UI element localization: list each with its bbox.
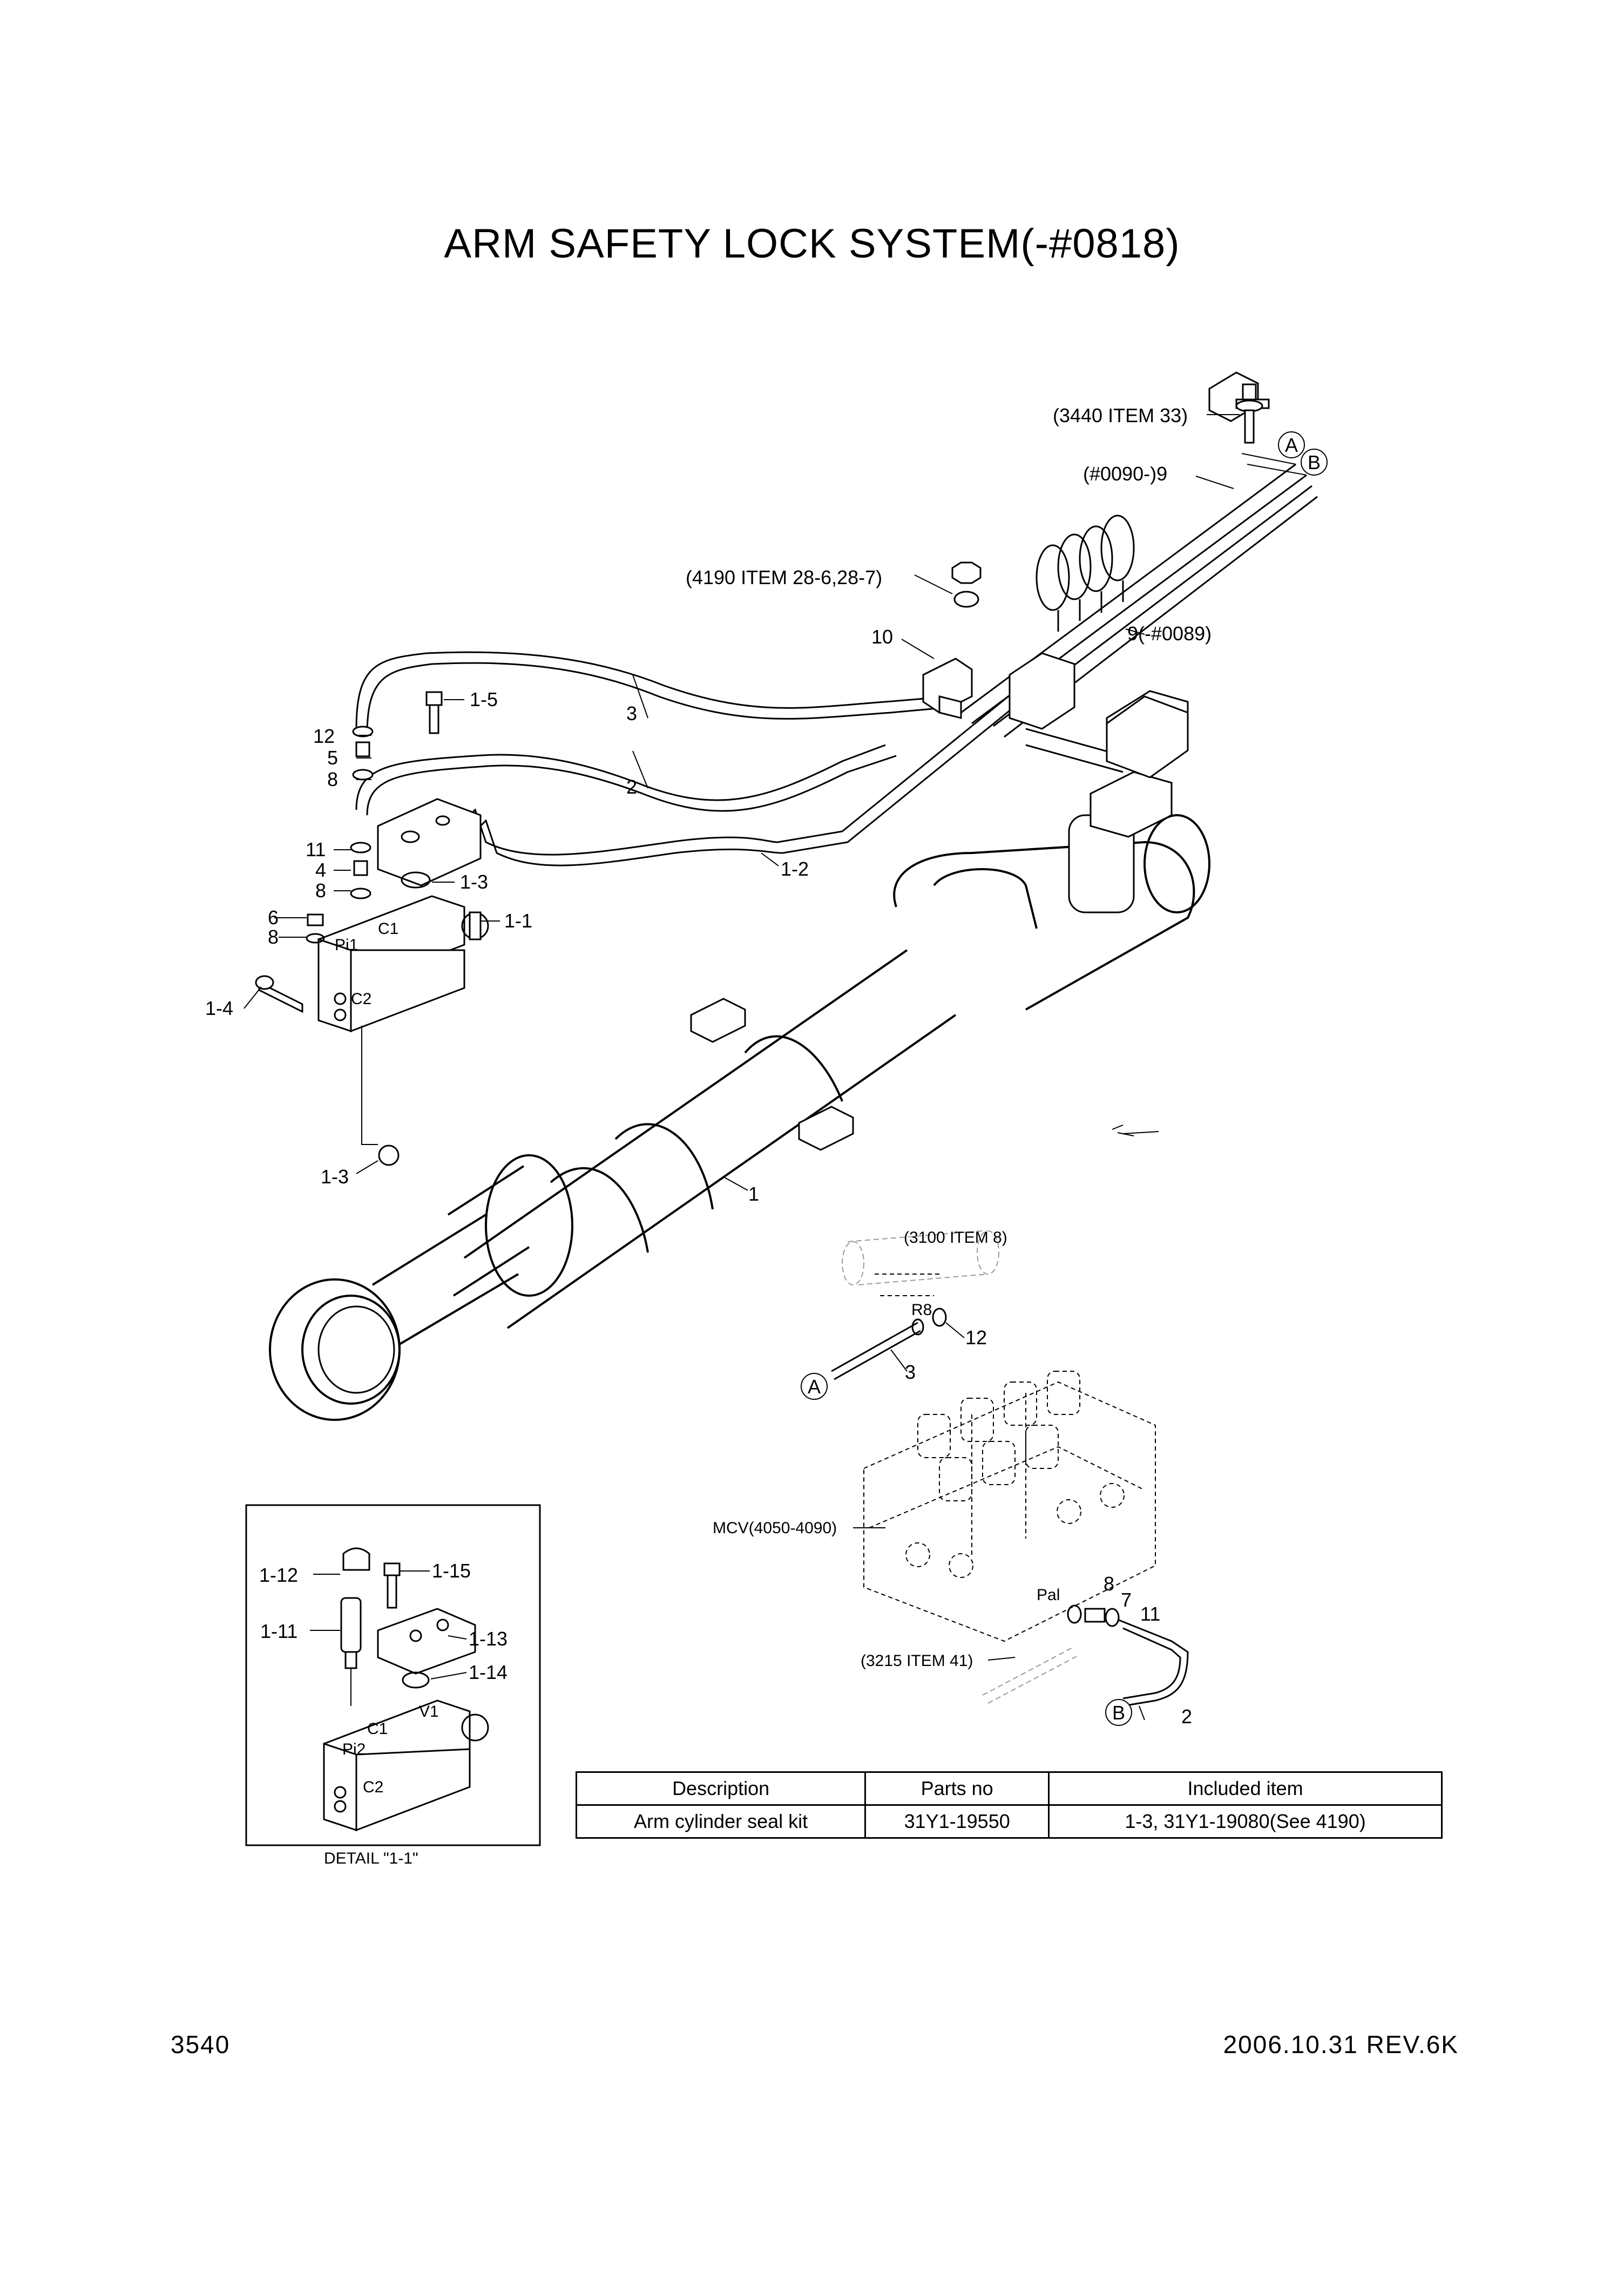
page-title: ARM SAFETY LOCK SYSTEM(-#0818)	[444, 221, 1180, 267]
label-2: 2	[626, 776, 637, 798]
svg-text:A: A	[1285, 434, 1298, 456]
header-parts-no: Parts no	[864, 1771, 1050, 1806]
label-4190: (4190 ITEM 28-6,28-7)	[686, 566, 882, 588]
label-0089: 9(-#0089)	[1127, 622, 1212, 645]
label-1-2: 1-2	[781, 858, 809, 880]
detail-1-1: Pi2 C1 V1 C2	[323, 1547, 489, 1832]
svg-text:Pi2: Pi2	[342, 1741, 366, 1758]
label-11b: 11	[1140, 1603, 1160, 1625]
svg-text:C2: C2	[351, 990, 371, 1008]
label-0090: (#0090-)9	[1083, 463, 1167, 485]
label-12: 12	[313, 725, 335, 747]
label-3: 3	[626, 702, 637, 724]
label-8b: 8	[315, 879, 326, 902]
cell-included-item: 1-3, 31Y1-19080(See 4190)	[1048, 1804, 1443, 1839]
nut-washer	[951, 561, 982, 608]
label-1-15: 1-15	[432, 1560, 471, 1582]
svg-text:B: B	[1112, 1702, 1125, 1724]
table-header-row: Description Parts no Included item	[575, 1771, 1443, 1806]
label-1-3-bottom: 1-3	[321, 1166, 349, 1188]
label-5: 5	[327, 747, 338, 769]
parts-table: Description Parts no Included item Arm c…	[575, 1771, 1443, 1839]
label-6: 6	[268, 906, 279, 929]
top-bolt	[1235, 383, 1263, 444]
callout-labels: (3440 ITEM 33) (#0090-)9 (4190 ITEM 28-6…	[205, 404, 1212, 1728]
header-description: Description	[575, 1771, 867, 1806]
label-1-4: 1-4	[205, 997, 233, 1019]
detail-box	[245, 1504, 541, 1846]
arm-cylinder	[269, 771, 1210, 1421]
fitting-stack	[350, 726, 374, 899]
table-row: Arm cylinder seal kit 31Y1-19550 1-3, 31…	[575, 1804, 1443, 1839]
label-12b: 12	[965, 1326, 987, 1349]
valve-block-1-1: Pi1 C1 C2	[317, 895, 489, 1033]
revision-date: 2006.10.31 REV.6K	[1223, 2030, 1459, 2058]
label-1-14: 1-14	[469, 1661, 508, 1683]
mcv-assembly	[831, 1230, 1189, 1707]
svg-text:V1: V1	[419, 1703, 439, 1721]
label-10: 10	[871, 626, 893, 648]
page-number: 3540	[171, 2030, 231, 2058]
label-8a: 8	[327, 768, 338, 790]
label-7: 7	[1121, 1589, 1132, 1611]
label-mcv: MCV(4050-4090)	[713, 1519, 837, 1537]
cell-parts-no: 31Y1-19550	[864, 1804, 1050, 1839]
label-8d: 8	[1104, 1573, 1114, 1595]
svg-text:A: A	[808, 1376, 821, 1398]
label-1-11: 1-11	[260, 1620, 297, 1642]
label-8c: 8	[268, 926, 279, 948]
cell-description: Arm cylinder seal kit	[575, 1804, 867, 1839]
label-pal: Pal	[1037, 1586, 1060, 1604]
label-3215: (3215 ITEM 41)	[861, 1652, 973, 1670]
svg-text:C1: C1	[367, 1720, 388, 1738]
detail-caption: DETAIL "1-1"	[324, 1850, 418, 1867]
label-4: 4	[315, 859, 326, 881]
label-r8: R8	[911, 1301, 932, 1319]
svg-text:C2: C2	[363, 1778, 383, 1796]
label-1-3-top: 1-3	[460, 871, 488, 893]
label-2b: 2	[1181, 1705, 1192, 1728]
label-1-13: 1-13	[469, 1628, 508, 1650]
callout-circles: A B A B	[801, 431, 1328, 1726]
label-1: 1	[748, 1183, 759, 1205]
svg-text:Pi1: Pi1	[335, 936, 358, 954]
label-1-1: 1-1	[504, 910, 532, 932]
svg-text:B: B	[1308, 451, 1321, 473]
label-3100: (3100 ITEM 8)	[904, 1229, 1007, 1247]
label-1-5: 1-5	[470, 688, 498, 710]
hose-clips	[1036, 514, 1135, 632]
label-3440: (3440 ITEM 33)	[1053, 404, 1188, 426]
header-included-item: Included item	[1048, 1771, 1443, 1806]
label-3b: 3	[905, 1361, 916, 1383]
label-11a: 11	[306, 838, 326, 861]
label-1-12: 1-12	[259, 1564, 298, 1586]
svg-text:C1: C1	[378, 920, 398, 938]
